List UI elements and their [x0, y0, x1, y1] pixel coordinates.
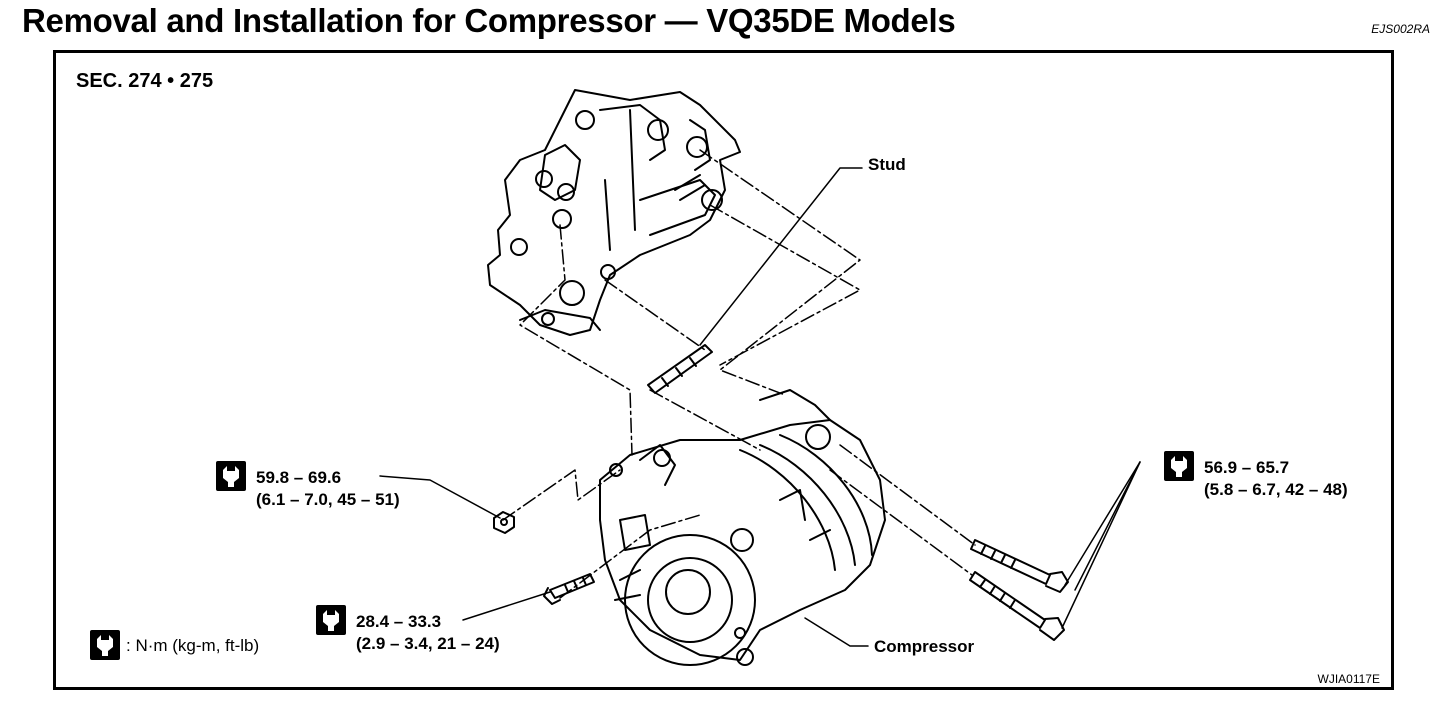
torque-value: 56.9 – 65.7	[1204, 458, 1290, 477]
figure-frame	[53, 50, 1394, 690]
compressor-label: Compressor	[874, 637, 975, 656]
compressor	[599, 389, 886, 666]
section-number: SEC. 274 • 275	[76, 70, 214, 92]
stud	[647, 344, 713, 394]
leader-lines	[379, 167, 1141, 647]
bolt-long-lower	[969, 571, 1065, 641]
torque-legend: : N·m (kg-m, ft-lb)	[126, 636, 260, 655]
torque-wrench-icon	[90, 630, 120, 660]
torque-wrench-icon	[1164, 451, 1194, 481]
torque-spec-long-bolts: 56.9 – 65.7 (5.8 – 6.7, 42 – 48)	[1204, 457, 1348, 501]
page-title: Removal and Installation for Compressor …	[22, 2, 956, 39]
alignment-lines	[502, 149, 976, 599]
torque-spec-nut: 59.8 – 69.6 (6.1 – 7.0, 45 – 51)	[256, 467, 400, 511]
stud-label: Stud	[868, 155, 906, 174]
bolt-long-upper	[970, 539, 1069, 593]
figure-code: WJIA0117E	[1317, 672, 1380, 686]
bolt-small	[543, 573, 595, 605]
torque-alt-units: (6.1 – 7.0, 45 – 51)	[256, 490, 400, 509]
torque-wrench-icon	[316, 605, 346, 635]
mounting-bracket	[487, 89, 741, 336]
torque-wrench-icon	[216, 461, 246, 491]
document-code: EJS002RA	[1371, 22, 1430, 36]
torque-alt-units: (5.8 – 6.7, 42 – 48)	[1204, 480, 1348, 499]
torque-alt-units: (2.9 – 3.4, 21 – 24)	[356, 634, 500, 653]
torque-value: 28.4 – 33.3	[356, 612, 442, 631]
torque-spec-bolt: 28.4 – 33.3 (2.9 – 3.4, 21 – 24)	[356, 611, 500, 655]
torque-value: 59.8 – 69.6	[256, 468, 342, 487]
